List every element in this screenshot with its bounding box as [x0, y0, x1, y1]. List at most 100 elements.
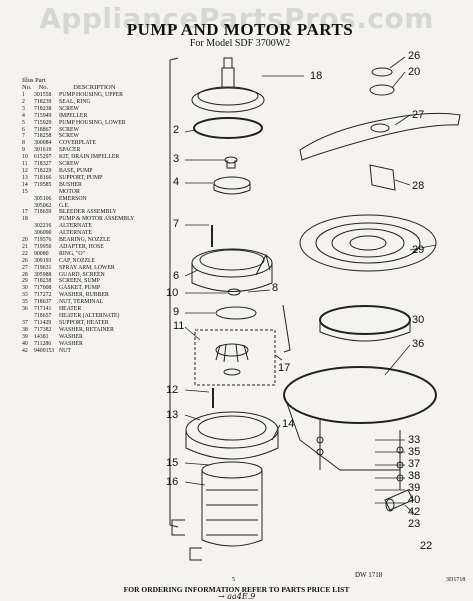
- part-illus-no: 6: [22, 126, 25, 133]
- part-number: 719631: [34, 264, 52, 271]
- handwritten-note: → aa4E.9: [218, 592, 256, 601]
- drain-impeller-kit: [194, 329, 276, 386]
- part-number: 718327: [34, 161, 52, 168]
- part-description: ALTERNATE: [59, 223, 92, 230]
- part-number: 717272: [34, 292, 52, 299]
- part-illus-no: 7: [22, 133, 25, 140]
- callout-30: 30: [412, 314, 425, 326]
- part-illus-no: 33: [22, 292, 28, 299]
- part-number: 719576: [34, 237, 52, 244]
- pump-housing-upper: [191, 57, 265, 113]
- callout-20: 20: [408, 66, 421, 78]
- callout-12: 12: [166, 384, 179, 396]
- part-number: 711429: [34, 319, 52, 326]
- part-description: ADAPTER, HOSE: [59, 243, 104, 250]
- callout-35: 35: [408, 446, 421, 458]
- part-illus-no: 18: [22, 216, 28, 223]
- part-illus-no: 2: [22, 98, 25, 105]
- part-illus-no: 17: [22, 209, 28, 216]
- part-description: COVERPLATE: [59, 140, 97, 147]
- drain-impeller: [215, 343, 249, 376]
- model-subtitle: For Model SDF 3700W2: [189, 38, 291, 49]
- parts-list-row: 305106 EMERSON: [22, 196, 162, 203]
- part-description: G.E.: [59, 202, 70, 209]
- header-illus-part: Illus Part: [22, 77, 46, 84]
- part-number: 309193: [34, 257, 52, 264]
- part-description: GASKET, PUMP: [59, 285, 101, 292]
- callout-39: 39: [408, 482, 421, 494]
- part-description: SPRAY ARM, LOWER: [59, 264, 115, 271]
- document-code: 3D1718: [446, 577, 466, 583]
- part-description: WASHER: [59, 340, 83, 347]
- callout-18: 18: [310, 70, 323, 82]
- pump-housing-lower: [191, 248, 273, 292]
- part-description: EMERSON: [59, 195, 87, 202]
- part-description: CAP, NOZZLE: [59, 257, 96, 264]
- part-illus-no: 36: [22, 306, 28, 313]
- part-number: 301619: [34, 147, 52, 154]
- part-description: BLEEDER ASSEMBLY: [59, 209, 117, 216]
- callout-11: 11: [173, 320, 185, 332]
- part-illus-no: 1: [22, 92, 25, 98]
- part-description: WASHER: [59, 333, 83, 340]
- part-description: ALTERNATE: [59, 230, 92, 237]
- part-number: 715929: [34, 119, 52, 126]
- part-number: 717382: [34, 326, 52, 333]
- part-illus-no: 28: [22, 271, 28, 278]
- callout-2: 2: [173, 124, 180, 136]
- part-description: BEARING, NOZZLE: [59, 237, 111, 244]
- header-col-desc: DESCRIPTION: [73, 84, 116, 91]
- part-description: NUT: [59, 347, 71, 354]
- nozzle-cap: [369, 67, 395, 96]
- callout-28: 28: [412, 180, 425, 192]
- callout-9: 9: [173, 306, 180, 318]
- screw-part: [224, 156, 238, 169]
- part-illus-no: 29: [22, 278, 28, 285]
- part-number: 717008: [34, 285, 52, 292]
- part-illus-no: 4: [22, 112, 25, 119]
- part-illus-no: 27: [22, 264, 28, 271]
- header-col-no: No.: [22, 84, 32, 91]
- part-illus-no: 22: [22, 250, 28, 257]
- part-description: WASHER, RUBBER: [59, 292, 109, 299]
- part-illus-no: 14: [22, 181, 28, 188]
- part-description: SUPPORT, HEATER: [59, 319, 109, 326]
- part-description: GUARD, SCREEN: [59, 271, 105, 278]
- part-illus-no: 15: [22, 188, 28, 195]
- sump-screen: [299, 214, 437, 272]
- part-description: SPACER: [59, 147, 81, 154]
- callout-14: 14: [282, 418, 295, 430]
- callout-8: 8: [272, 282, 279, 294]
- heater-terminal-hardware: [316, 420, 404, 490]
- part-number: 305106: [34, 195, 52, 202]
- parts-list-header: Illus Part No. No. DESCRIPTION: [22, 77, 162, 91]
- header-col-part: No.: [38, 84, 49, 91]
- screen-guard: [369, 164, 396, 191]
- part-description: SUPPORT, PUMP: [59, 174, 103, 181]
- callout-3: 3: [173, 153, 180, 165]
- part-number: 718657: [34, 313, 52, 319]
- callout-27: 27: [412, 109, 425, 121]
- coverplate: [215, 306, 257, 320]
- part-number: 9400153: [34, 347, 55, 354]
- callout-23: 23: [408, 518, 421, 530]
